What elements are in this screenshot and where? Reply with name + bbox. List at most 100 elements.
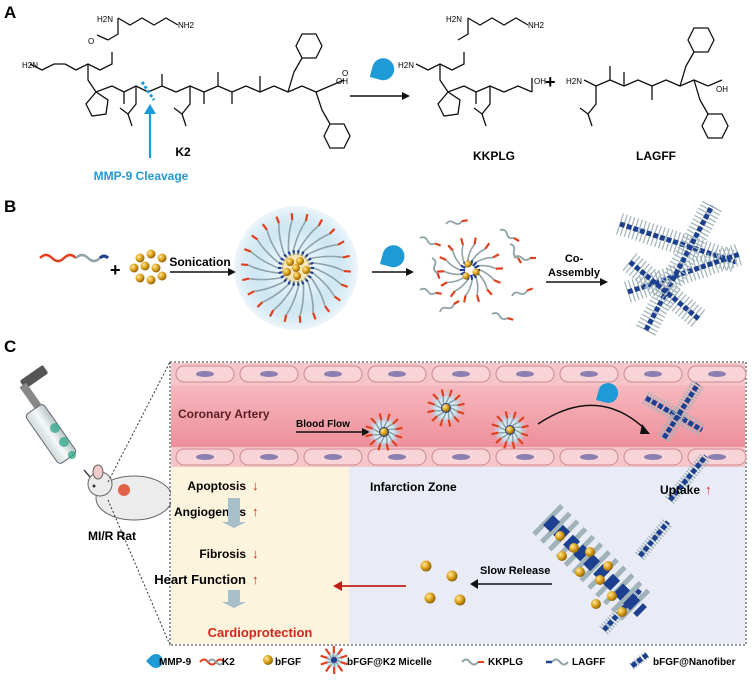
micelle-icon xyxy=(365,413,403,451)
fiber-strand xyxy=(683,415,692,429)
fiber-strand xyxy=(695,256,705,279)
peptide-strand xyxy=(471,248,486,261)
peptide-strand xyxy=(445,396,451,404)
peptide-tail xyxy=(427,409,435,414)
peptide-strand xyxy=(326,657,332,661)
bfgf-sphere-icon xyxy=(607,591,617,601)
peptide-strand xyxy=(313,262,345,272)
nanofiber-icon xyxy=(629,651,650,670)
peptide-tail xyxy=(440,281,448,287)
peptide-strand xyxy=(383,420,389,428)
blood-flow-arrowhead xyxy=(362,428,370,436)
flow-arrow xyxy=(222,590,246,608)
zoom-frame xyxy=(169,361,747,646)
cell-nucleus xyxy=(708,454,726,460)
kkplg-structure xyxy=(415,17,533,127)
atom-label: OH xyxy=(336,77,348,86)
k2-structure xyxy=(29,17,351,149)
cell-nucleus xyxy=(708,371,726,377)
legend-label: LAGFF xyxy=(572,657,605,668)
peptide-tail xyxy=(283,314,288,323)
atom-label: H2N xyxy=(566,77,582,86)
peptide-strand xyxy=(307,281,314,313)
peptide-strand xyxy=(329,654,333,659)
effect-arrow: ↓ xyxy=(252,478,259,493)
peptide-tail xyxy=(457,410,465,415)
peptide-strand xyxy=(434,403,442,409)
peptide-tail xyxy=(242,277,250,282)
peptide-tail xyxy=(304,213,309,222)
atom-label: H2N xyxy=(22,61,38,70)
peptide-strand xyxy=(452,250,462,267)
sonication-arrowhead xyxy=(228,268,236,276)
co-assembly-label-line2: Assembly xyxy=(548,267,601,279)
peptide-strand xyxy=(454,279,469,292)
k2-peptide-icon xyxy=(199,658,225,666)
peptide-tail xyxy=(503,441,508,449)
products-plus: + xyxy=(545,72,556,92)
peptide-fragment xyxy=(419,236,442,247)
fiber-strand xyxy=(638,547,649,556)
lagff-atom-labels: H2N OH xyxy=(566,77,728,94)
fiber-core xyxy=(661,382,701,440)
reaction-arrowhead xyxy=(402,92,410,100)
peptide-tail xyxy=(454,394,461,401)
cleavage-label: MMP-9 Cleavage xyxy=(94,169,189,183)
vessel-micelles xyxy=(365,389,529,451)
k2-label: K2 xyxy=(175,145,191,159)
peptide-strand xyxy=(464,279,474,297)
mmp9-pacman-icon xyxy=(369,58,395,81)
peptide-tail xyxy=(378,413,383,421)
peptide-strand xyxy=(256,239,280,264)
peptide-head xyxy=(474,264,480,269)
peptide-strand xyxy=(437,398,443,406)
peptide-tail xyxy=(475,294,480,303)
legend-label: KKPLG xyxy=(488,657,523,668)
peptide-tail xyxy=(340,661,348,666)
peptide-tail xyxy=(324,648,331,656)
cell-nucleus xyxy=(580,371,598,377)
peptide-head xyxy=(472,261,478,267)
bfgf-cluster xyxy=(129,249,167,285)
peptide-strand xyxy=(478,273,488,290)
peptide-tail xyxy=(453,416,460,423)
rat-label: MI/R Rat xyxy=(88,529,136,543)
peptide-strand xyxy=(448,399,456,405)
released-bfgf xyxy=(420,560,466,606)
bfgf-sphere-icon xyxy=(575,567,585,577)
peptide-tail xyxy=(432,393,439,400)
big-nanofiber xyxy=(532,503,651,621)
cell-nucleus xyxy=(260,454,278,460)
peptide-tail xyxy=(447,419,452,427)
fiber-strand xyxy=(675,250,696,262)
cell-nucleus xyxy=(388,371,406,377)
peptide-strand xyxy=(266,229,282,259)
slow-release-arrowhead xyxy=(470,579,478,589)
peptide-strand xyxy=(387,434,393,442)
cell-nucleus xyxy=(580,454,598,460)
peptide-tail xyxy=(486,288,493,296)
peptide-tail xyxy=(298,315,302,323)
peptide-tail xyxy=(365,433,373,438)
fiber-strand xyxy=(664,423,677,433)
peptide-tail xyxy=(251,234,259,241)
fiber-strand xyxy=(684,232,705,244)
peptide-tail xyxy=(391,440,398,447)
cleavage-site-mark xyxy=(140,81,156,101)
lagff-structure xyxy=(579,27,729,139)
peptide-tail xyxy=(337,647,343,655)
peptide-tail xyxy=(484,242,491,250)
mix-plus: + xyxy=(110,260,121,280)
bfgf-sphere-icon xyxy=(617,607,627,617)
peptide-strand xyxy=(386,423,394,429)
peptide-tail xyxy=(320,661,328,666)
sonication-label: Sonication xyxy=(169,255,230,269)
lagff-peptide-icon xyxy=(546,658,569,666)
peptide-tail xyxy=(365,425,373,430)
peptide-tail xyxy=(256,301,264,308)
panel-label-c: C xyxy=(4,337,16,356)
peptide-strand xyxy=(509,418,515,426)
micelle-icon xyxy=(491,411,529,449)
peptide-tail xyxy=(395,434,403,439)
